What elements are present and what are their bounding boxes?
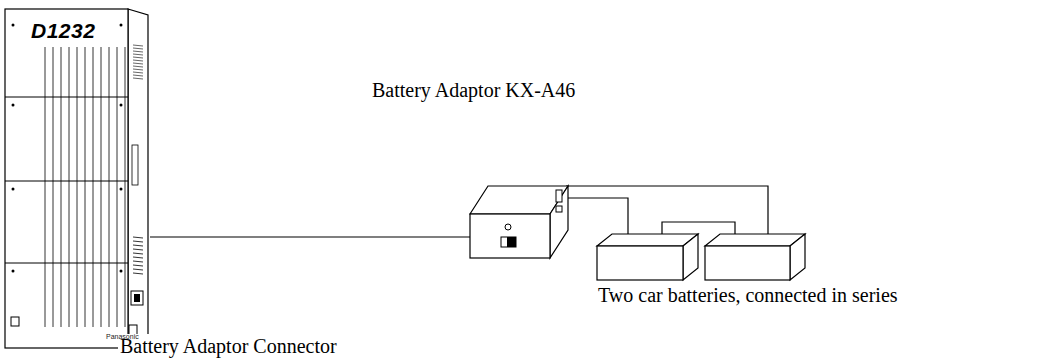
adaptor-cable xyxy=(150,237,470,238)
battery-wire xyxy=(566,186,768,240)
battery-caption: Two car batteries, connected in series xyxy=(596,283,900,307)
part-label: Battery Adaptor Connector xyxy=(118,334,339,358)
pbx-unit: D1232 xyxy=(5,5,150,350)
model-name: D1232 xyxy=(31,19,95,43)
battery-adaptor: Battery Adaptor KX-A46 xyxy=(470,180,568,258)
brand-logo: Panasonic xyxy=(106,333,139,340)
part-label: Battery Adaptor KX-A46 xyxy=(370,78,577,102)
pbx-outline xyxy=(5,5,150,350)
car-battery xyxy=(597,234,698,280)
adaptor-outline xyxy=(470,180,568,258)
car-battery xyxy=(705,234,805,280)
